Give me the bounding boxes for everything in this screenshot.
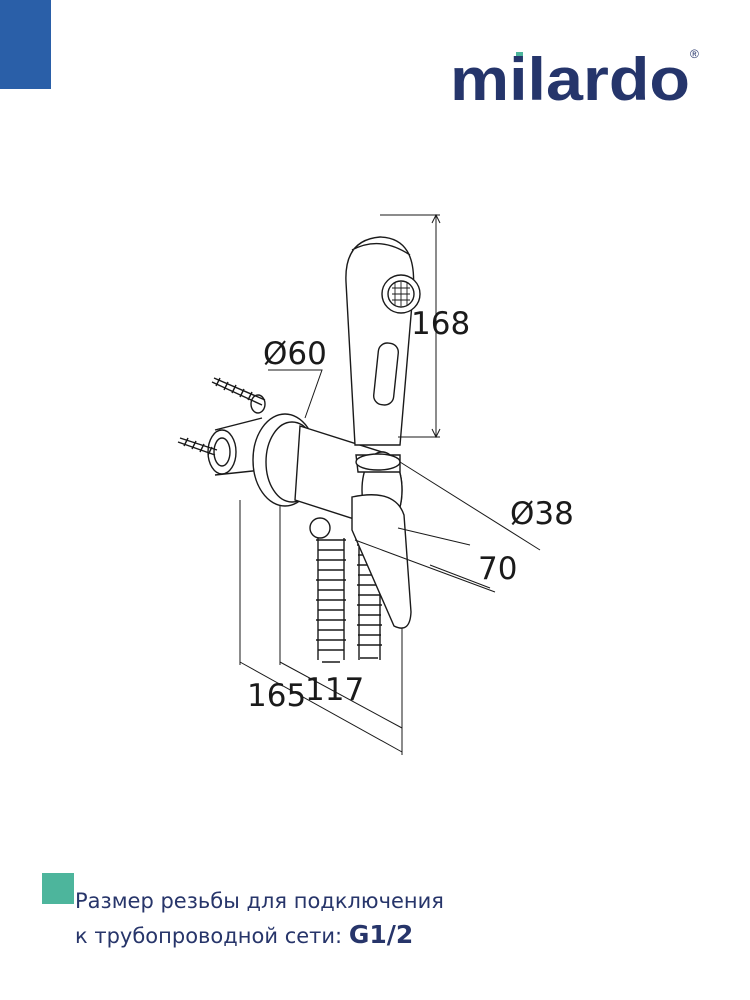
logo-accent-square	[516, 52, 523, 61]
accent-square	[42, 873, 74, 904]
milardo-logo: milardo ®	[450, 46, 699, 112]
svg-text:®: ®	[690, 47, 699, 61]
brand-color-bar	[0, 0, 51, 89]
dim-70: 70	[478, 551, 517, 587]
dimension-lines	[239, 213, 541, 755]
dim-117: 117	[305, 672, 364, 708]
hoses	[309, 517, 382, 663]
dim-d38: Ø38	[510, 496, 574, 532]
note-line-2-text: к трубопроводной сети:	[75, 924, 343, 948]
hand-shower	[345, 236, 421, 473]
dim-d60: Ø60	[263, 336, 327, 372]
svg-text:milardo: milardo	[450, 46, 690, 112]
dim-168: 168	[411, 306, 470, 342]
wall-anchors	[177, 377, 266, 456]
dim-165: 165	[247, 678, 306, 714]
note-line-1: Размер резьбы для подключения	[75, 889, 444, 913]
note-line-2: к трубопроводной сети: G1/2	[75, 918, 444, 953]
thread-size: G1/2	[348, 920, 414, 949]
thread-size-note: Размер резьбы для подключения к трубопро…	[75, 884, 444, 953]
mixer-lever	[351, 494, 412, 629]
